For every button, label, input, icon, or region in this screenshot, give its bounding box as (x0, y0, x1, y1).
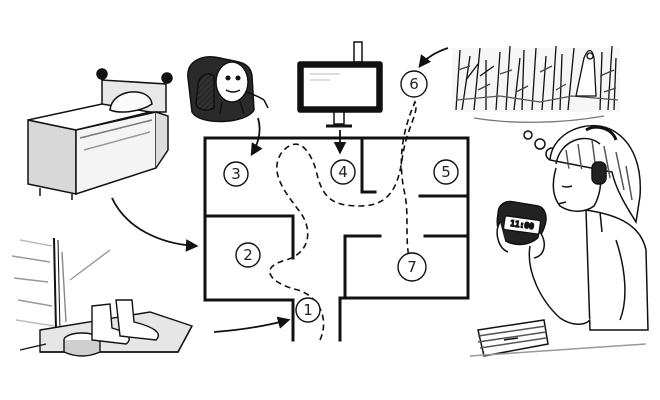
computer-monitor-illustration (297, 41, 383, 128)
floor-plan (203, 136, 470, 342)
location-marker-6: 6 (400, 70, 428, 98)
shoes-illustration (11, 237, 194, 357)
arrows (111, 47, 449, 333)
svg-text:2: 2 (243, 246, 253, 264)
armchair-illustration (187, 56, 269, 123)
location-marker-7: 7 (397, 252, 427, 282)
svg-text:1: 1 (303, 301, 313, 319)
arrow-forest-to-6 (418, 47, 449, 69)
svg-text:3: 3 (231, 165, 241, 183)
floor-plan-wall (203, 136, 470, 342)
location-marker-1: 1 (295, 297, 321, 323)
location-marker-3: 3 (223, 161, 249, 187)
clock-display: 11:00 (509, 219, 534, 231)
location-marker-5: 5 (433, 159, 459, 185)
person-illustration: 11:00 (469, 125, 649, 357)
svg-text:6: 6 (409, 75, 419, 93)
arrow-bed-to-plan (111, 197, 199, 252)
svg-text:4: 4 (338, 163, 348, 181)
floor-plan-wall (360, 136, 377, 194)
route-path (269, 100, 417, 341)
arrow-shoes-to-1 (213, 316, 291, 333)
location-marker-4: 4 (330, 159, 356, 185)
location-marker-2: 2 (235, 242, 261, 268)
svg-text:7: 7 (407, 258, 417, 276)
bed-illustration (27, 68, 173, 200)
arrow-chair-to-3 (250, 117, 263, 157)
svg-text:5: 5 (441, 163, 451, 181)
forest-illustration (452, 45, 620, 123)
floor-plan-wall (203, 214, 295, 260)
